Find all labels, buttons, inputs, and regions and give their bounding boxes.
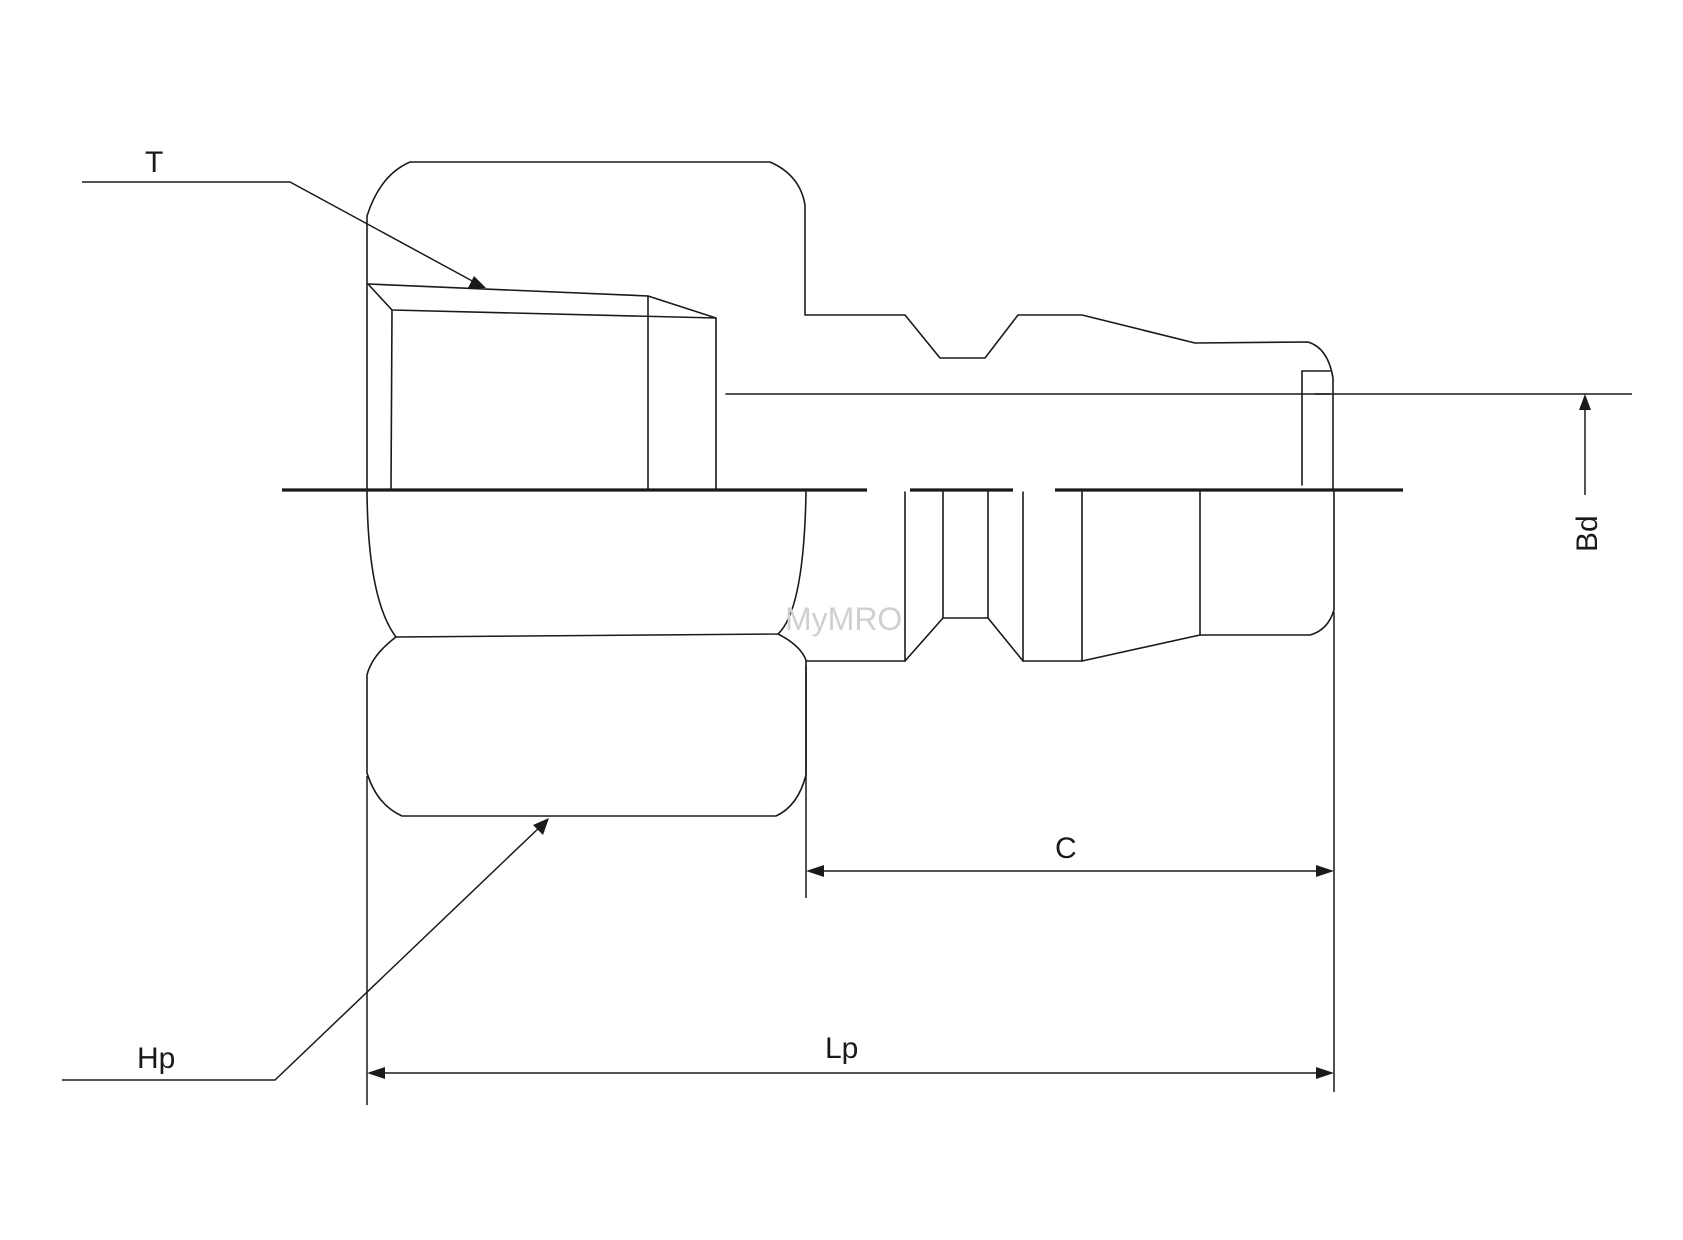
thread-leader	[82, 181, 486, 288]
bore-label: Bd	[1571, 515, 1604, 552]
total-length-label: Lp	[825, 1032, 858, 1065]
lp-dimension	[366, 776, 1334, 1105]
upper-section-outline	[366, 161, 1334, 491]
bore-dimension	[1315, 393, 1632, 495]
lower-body-view	[805, 491, 1335, 662]
watermark-text: MyMRO	[785, 601, 902, 637]
c-dimension	[805, 612, 1335, 1092]
hex-label: Hp	[137, 1042, 175, 1075]
lower-hex-view	[366, 491, 807, 817]
thread-label: T	[145, 146, 163, 179]
c-length-label: C	[1055, 832, 1077, 865]
hex-leader	[62, 818, 549, 1081]
